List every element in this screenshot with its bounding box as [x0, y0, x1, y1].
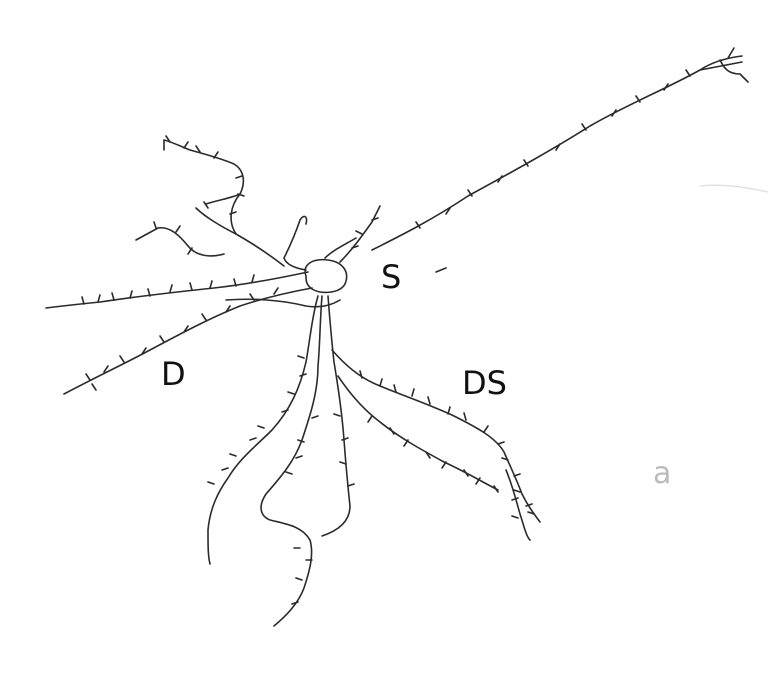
central-dendrite-spines [207, 355, 355, 605]
basal-cross-fiber [225, 298, 341, 308]
right-dendrite-lower [505, 469, 531, 541]
right-dendrite-spines [359, 370, 535, 519]
central-dendrite-right [321, 295, 351, 537]
left-dendrite [45, 271, 309, 309]
upper-left-side-branch [135, 193, 241, 257]
soma-outline-upper [283, 215, 308, 271]
soma-outline-right [324, 237, 357, 259]
apical-dendrite-tip [699, 47, 749, 83]
central-dendrite-left [207, 295, 319, 565]
soma-body [304, 258, 348, 294]
apical-dendrite-spines [415, 69, 691, 229]
paper-crease [699, 184, 769, 193]
label-soma: S [381, 258, 402, 296]
label-dendrite: D [161, 355, 186, 393]
upper-right-branch [339, 205, 381, 263]
upper-left-dendrite [163, 139, 285, 267]
label-dendritic-spine: DS [462, 364, 507, 402]
upper-right-branch-spines [351, 217, 379, 249]
right-dendrite-outer [331, 349, 541, 523]
faint-annotation: a [653, 456, 672, 491]
apical-dendrite [371, 61, 743, 251]
stray-mark [435, 267, 447, 273]
right-dendrite-inner [337, 375, 499, 491]
central-dendrite-middle [260, 295, 323, 627]
left-dendrite-spines [81, 274, 255, 305]
lower-left-dendrite-spines [85, 287, 279, 391]
lower-left-dendrite [63, 287, 313, 395]
upper-left-spines [153, 135, 245, 255]
